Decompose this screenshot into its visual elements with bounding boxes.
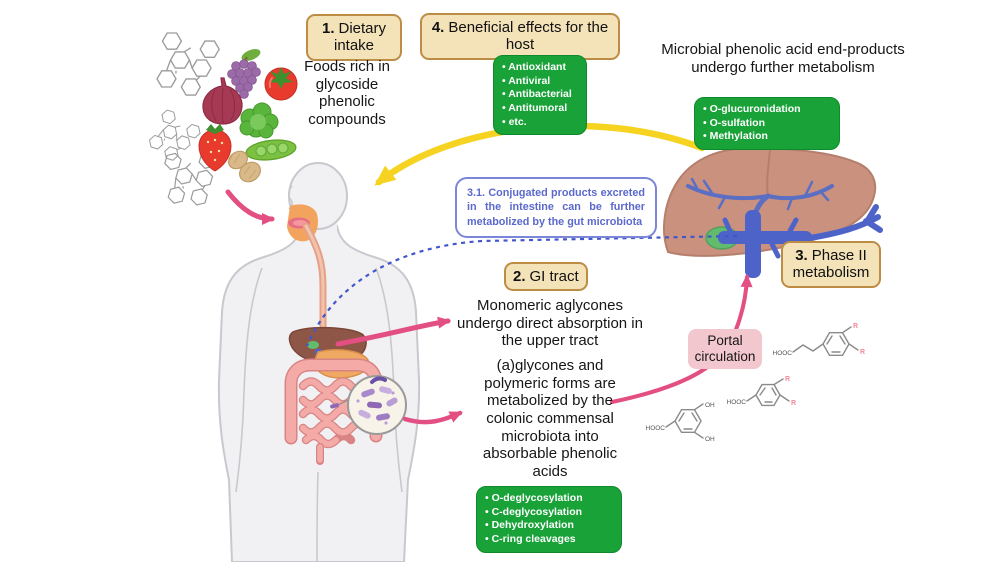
r-label: R — [785, 376, 790, 383]
step3-number: 3. — [795, 247, 808, 264]
conjugation-reactions-list: O-glucuronidation O-sulfation Methylatio… — [694, 97, 840, 150]
step3-label: Phase II metabolism — [792, 247, 870, 282]
human-body-illustration — [217, 162, 421, 562]
step4-label: Beneficial effects for the host — [448, 19, 609, 54]
step4-number: 4. — [431, 19, 445, 36]
molecule-phenylpropanoic-acid: HOOC R R — [773, 323, 866, 357]
aglycones-polymeric-text: (a)glycones and polymeric forms are meta… — [482, 357, 618, 481]
list-item: O-glucuronidation — [703, 103, 831, 117]
step2-number: 2. — [513, 268, 526, 285]
strawberry-icon — [198, 124, 232, 172]
list-item: Dehydroxylation — [485, 519, 613, 533]
step3-phase2-metabolism-box: 3.Phase II metabolism — [781, 241, 881, 288]
step2-gi-tract-box: 2.GI tract — [504, 262, 588, 292]
portal-vein-illustration — [718, 204, 883, 278]
microbial-endproducts-text: Microbial phenolic acid end-products und… — [661, 41, 905, 76]
list-item: Antioxidant — [502, 61, 578, 75]
portal-circulation-box: Portal circulation — [688, 329, 762, 370]
step2-label: GI tract — [529, 268, 579, 285]
list-item: O-deglycosylation — [485, 492, 613, 506]
step1-number: 1. — [321, 20, 335, 37]
arrow-foods-to-mouth — [225, 189, 275, 225]
hepatic-veins — [686, 177, 834, 218]
grapes-icon — [227, 49, 261, 99]
onion-icon — [202, 77, 243, 125]
body-gallbladder — [307, 341, 319, 349]
bacteria-icons — [356, 376, 398, 425]
oh-label: OH — [705, 436, 715, 443]
peapod-icon — [245, 139, 297, 161]
step1-label: Dietary intake — [333, 20, 387, 55]
phenolic-acid-molecules: HOOC R R HOOC R R HOOC OH OH — [646, 323, 866, 443]
list-item: etc. — [502, 116, 578, 130]
dashed-arrow-enterohepatic — [305, 234, 738, 347]
liver-illustration — [663, 146, 883, 278]
oh-label: OH — [705, 402, 715, 409]
beneficial-effects-list: Antioxidant Antiviral Antibacterial Anti… — [493, 55, 587, 136]
step4-beneficial-effects-box: 4.Beneficial effects for the host — [420, 13, 620, 60]
arrow-body-to-gi-text — [335, 316, 451, 347]
hooc-label: HOOC — [773, 350, 793, 357]
list-item: C-deglycosylation — [485, 506, 613, 520]
list-item: Antibacterial — [502, 88, 578, 102]
r-label: R — [853, 323, 858, 330]
r-label: R — [860, 349, 865, 356]
note-3-1-box: 3.1. Conjugated products excreted in the… — [455, 177, 657, 238]
hooc-label: HOOC — [727, 399, 747, 406]
list-item: Antitumoral — [502, 102, 578, 116]
list-item: Antiviral — [502, 75, 578, 89]
molecule-protocatechuic-acid: HOOC OH OH — [646, 402, 716, 443]
monomeric-aglycones-text: Monomeric aglycones undergo direct absor… — [457, 297, 643, 350]
foods-rich-text: Foods rich in glycoside phenolic compoun… — [304, 58, 390, 129]
colonic-reactions-list: O-deglycosylation C-deglycosylation Dehy… — [476, 486, 622, 553]
step1-dietary-intake-box: 1.Dietary intake — [306, 14, 402, 61]
list-item: C-ring cleavages — [485, 533, 613, 547]
tomato-icon — [264, 67, 298, 101]
hooc-label: HOOC — [646, 425, 666, 432]
gut-microbiota-circle — [330, 375, 407, 435]
lettuce-icon — [239, 102, 279, 139]
arrow-microbiota-to-text — [402, 410, 463, 425]
foods-illustration — [198, 49, 298, 183]
peanut-icon — [227, 150, 261, 183]
r-label: R — [791, 400, 796, 407]
list-item: O-sulfation — [703, 117, 831, 131]
molecule-phenylacetic-acid: HOOC R R — [727, 376, 797, 407]
list-item: Methylation — [703, 130, 831, 144]
